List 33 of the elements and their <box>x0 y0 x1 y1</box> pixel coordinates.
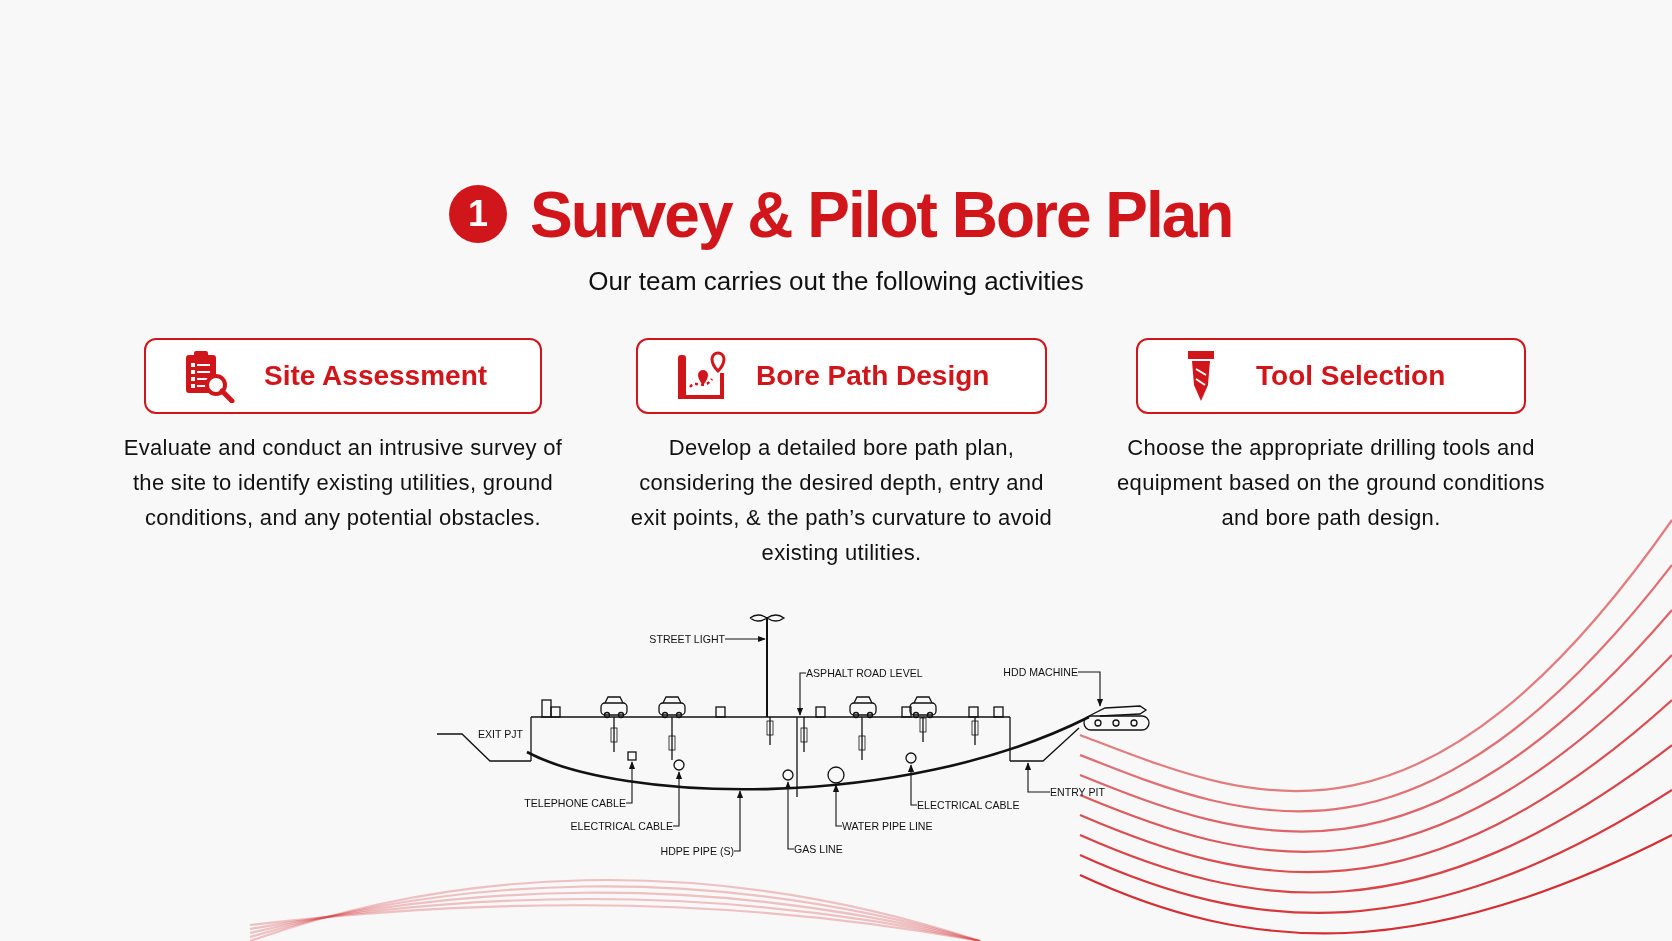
description-text: Develop a detailed bore path plan, considering the desired depth, entry and exit points, & the path’s curvature to avoid existing utilities. <box>629 434 1054 567</box>
card-heading: Bore Path Design <box>756 360 990 392</box>
title-heading: Survey & Pilot Bore Plan <box>530 180 1233 250</box>
leader-line <box>724 635 766 643</box>
callout-label: HDD MACHINE <box>1003 665 1078 679</box>
part-label: EXIT PJT <box>477 727 524 741</box>
callout-label: WATER PIPE LINE <box>842 819 933 833</box>
leader-line <box>784 781 795 850</box>
leader-line <box>733 790 744 852</box>
description-text: Choose the appropriate drilling tools and equipment based on the ground conditions and bore path design. <box>1116 434 1546 532</box>
callout-label: ENTRY PIT <box>1050 785 1105 799</box>
leader-line <box>625 761 636 804</box>
leader-line <box>907 764 918 806</box>
subtitle: Our team carries out the following activities <box>587 266 1085 297</box>
leader-line <box>672 771 683 827</box>
leader-line <box>1077 671 1104 707</box>
leader-line <box>796 672 807 716</box>
activity-card <box>144 338 542 414</box>
description-text: Evaluate and conduct an intrusive survey of the site to identify existing utilities, ground conditions, and any potential obstacles. <box>123 434 563 532</box>
callout-label: GAS LINE <box>794 842 843 856</box>
step-number-badge: 1 <box>449 185 507 243</box>
callout-label: STREET LIGHT <box>649 632 725 646</box>
callout-label: ELECTRICAL CABLE <box>917 798 1020 812</box>
callout-label: TELEPHONE CABLE <box>524 796 626 810</box>
leader-line <box>832 784 843 827</box>
card-heading: Tool Selection <box>1256 360 1446 392</box>
activity-card <box>636 338 1047 414</box>
card-heading: Site Assessment <box>264 360 488 392</box>
callout-label: ASPHALT ROAD LEVEL <box>806 666 923 680</box>
callout-label: ELECTRICAL CABLE <box>570 819 673 833</box>
leader-line <box>1024 762 1051 793</box>
callout-label: HDPE PIPE (S) <box>660 844 734 858</box>
activity-card <box>1136 338 1526 414</box>
